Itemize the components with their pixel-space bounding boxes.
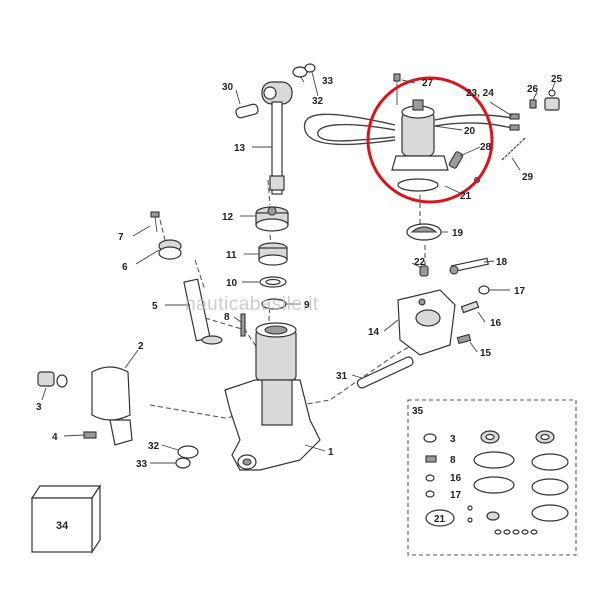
- callout-15: 15: [480, 348, 492, 359]
- callout-4: 4: [52, 432, 58, 443]
- part-1-housing: [224, 322, 321, 471]
- part-5-shaft: [183, 278, 223, 345]
- part-7-screw: [150, 211, 160, 233]
- part-12-cap: [255, 206, 289, 232]
- callout-7: 7: [118, 232, 124, 243]
- callout-16: 16: [490, 318, 502, 329]
- part-11-piston: [258, 242, 288, 266]
- kit-label-16: 16: [450, 473, 462, 484]
- callout-27: 27: [422, 78, 434, 89]
- callout-9: 9: [304, 300, 310, 311]
- part-28-connector: [448, 151, 464, 169]
- kit-labels: 3 8 16 17 21: [434, 434, 462, 525]
- callout-23-24: 23, 24: [466, 88, 494, 99]
- part-17-o-ring: [478, 285, 490, 295]
- callout-33-top: 33: [322, 76, 334, 87]
- callout-25: 25: [551, 74, 563, 85]
- callout-1: 1: [328, 447, 334, 458]
- part-16-pin: [460, 300, 480, 314]
- part-4-screw: [83, 431, 97, 439]
- callout-21: 21: [460, 191, 472, 202]
- callout-22: 22: [414, 257, 426, 268]
- highlight-circle: [366, 76, 494, 204]
- part-19-cover: [406, 223, 442, 241]
- part-8-screw: [240, 313, 246, 337]
- callout-20: 20: [464, 126, 476, 137]
- callout-13: 13: [234, 143, 246, 154]
- callout-32-top: 32: [312, 96, 324, 107]
- callout-2: 2: [138, 341, 144, 352]
- part-10-ring: [259, 276, 287, 288]
- leader-lines: [41, 71, 556, 464]
- part-20-trim-motor: [391, 99, 449, 171]
- part-13-tilt-rod: [261, 81, 293, 195]
- callout-35: 35: [412, 406, 424, 417]
- part-23-24-terminals: [509, 113, 520, 131]
- kit-label-3: 3: [450, 434, 456, 445]
- callout-30: 30: [222, 82, 234, 93]
- motor-wires: [303, 113, 513, 146]
- part-18-valve-stem: [449, 257, 489, 275]
- kit-label-21: 21: [434, 514, 446, 525]
- callout-32-bottom: 32: [148, 441, 160, 452]
- part-34-box: [30, 484, 102, 554]
- part-32-33-seals-bottom: [175, 445, 199, 469]
- kit-label-8: 8: [450, 455, 456, 466]
- part-2-reservoir: [91, 366, 133, 446]
- part-15-screw: [456, 333, 472, 345]
- part-30-pin: [235, 103, 259, 119]
- callout-14: 14: [368, 327, 380, 338]
- watermark-text: nauticabasile.it: [185, 294, 319, 315]
- callout-17: 17: [514, 286, 526, 297]
- callout-18: 18: [496, 257, 508, 268]
- part-27-bolt: [393, 73, 401, 105]
- callout-5: 5: [152, 301, 158, 312]
- callout-10: 10: [226, 278, 238, 289]
- part-14-pump-block: [397, 289, 456, 356]
- callout-28: 28: [480, 142, 492, 153]
- callout-labels: 30 33 32 27 23, 24 26 25 20 28 29 13 21 …: [36, 74, 563, 532]
- callout-11: 11: [226, 250, 237, 261]
- kit-label-17: 17: [450, 490, 462, 501]
- callout-26: 26: [527, 84, 539, 95]
- part-29-spring: [501, 137, 526, 161]
- callout-3: 3: [36, 402, 42, 413]
- callout-33-bottom: 33: [136, 459, 148, 470]
- part-3-bearing: [37, 371, 68, 388]
- callout-29: 29: [522, 172, 534, 183]
- part-6-bushing: [158, 239, 182, 260]
- part-31-tube: [356, 356, 414, 389]
- part-26-fitting: [529, 99, 537, 109]
- part-25-valve: [544, 89, 560, 111]
- callout-6: 6: [122, 262, 128, 273]
- part-21-o-ring: [397, 178, 439, 192]
- callout-19: 19: [452, 228, 464, 239]
- part-22-plug: [419, 265, 429, 277]
- callout-12: 12: [222, 212, 234, 223]
- callout-31: 31: [336, 371, 348, 382]
- callout-34: 34: [56, 520, 69, 532]
- part-33-32-seals-top: [292, 63, 316, 78]
- kit-35-box: [407, 399, 577, 556]
- callout-8: 8: [224, 312, 230, 323]
